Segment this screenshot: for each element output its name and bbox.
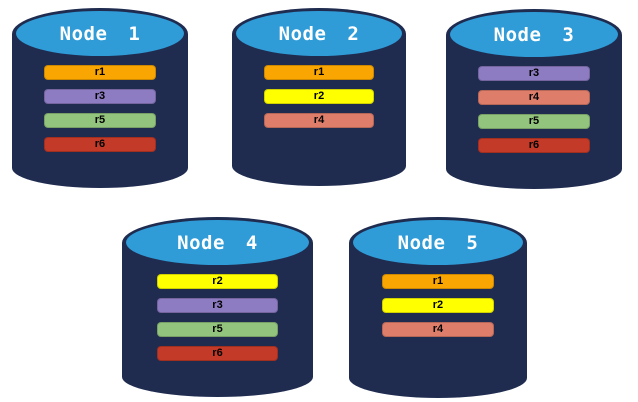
replica-bar-r3: r3	[478, 66, 590, 81]
node-5-cylinder-top: Node 5	[353, 220, 523, 265]
replica-bar-r1: r1	[264, 65, 374, 80]
node-4: Node 4 r2 r3 r5 r6	[122, 217, 313, 397]
replica-bar-r5: r5	[157, 322, 278, 337]
node-3-title: Node 3	[493, 24, 575, 46]
replica-bar-r1: r1	[44, 65, 156, 80]
replica-bar-r6: r6	[44, 137, 156, 152]
replica-bar-r2: r2	[381, 298, 495, 313]
node-3-cylinder-top: Node 3	[450, 12, 618, 57]
replica-bar-r5: r5	[44, 113, 156, 128]
node-3: Node 3 r3 r4 r5 r6	[446, 9, 622, 189]
node-3-replica-list: r3 r4 r5 r6	[446, 66, 622, 153]
replica-bar-r4: r4	[264, 113, 374, 128]
replica-bar-r2: r2	[264, 89, 374, 104]
node-5-replica-list: r1 r2 r4	[349, 274, 527, 337]
node-5: Node 5 r1 r2 r4	[349, 217, 527, 398]
replica-bar-r3: r3	[157, 298, 278, 313]
replica-bar-r2: r2	[157, 274, 278, 289]
replica-bar-r3: r3	[44, 89, 156, 104]
node-4-title: Node 4	[177, 232, 258, 254]
node-1: Node 1 r1 r3 r5 r6	[12, 8, 188, 188]
node-1-title: Node 1	[59, 23, 141, 45]
replica-bar-r1: r1	[381, 274, 495, 289]
node-4-cylinder-top: Node 4	[126, 220, 309, 265]
replica-bar-r6: r6	[157, 346, 278, 361]
node-2-cylinder-top: Node 2	[236, 11, 402, 56]
node-2-title: Node 2	[278, 23, 360, 45]
node-5-title: Node 5	[397, 232, 479, 254]
replica-bar-r6: r6	[478, 138, 590, 153]
node-4-replica-list: r2 r3 r5 r6	[122, 274, 313, 361]
replica-bar-r4: r4	[381, 322, 495, 337]
replica-bar-r4: r4	[478, 90, 590, 105]
node-1-cylinder-top: Node 1	[16, 11, 184, 56]
replica-bar-r5: r5	[478, 114, 590, 129]
node-2: Node 2 r1 r2 r4	[232, 8, 406, 186]
node-2-replica-list: r1 r2 r4	[232, 65, 406, 128]
node-1-replica-list: r1 r3 r5 r6	[12, 65, 188, 152]
